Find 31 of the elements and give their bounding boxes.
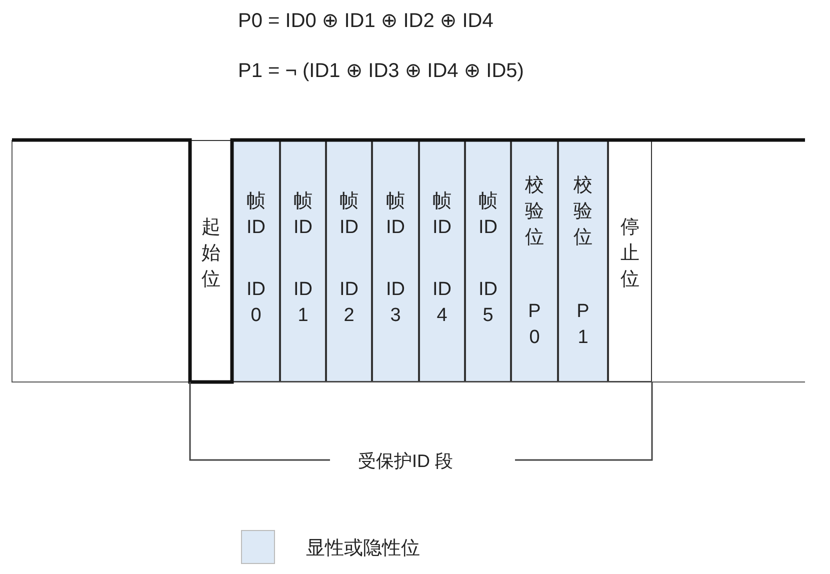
cell-text: 帧ID: [338, 190, 360, 240]
cell-text: 帧ID: [478, 190, 498, 240]
cell-text: ID 3: [385, 278, 406, 328]
formula-text: P1 = ¬ (ID1 ⊕ ID3 ⊕ ID4 ⊕ ID5): [238, 59, 524, 83]
legend-text: 显性或隐性位: [306, 537, 420, 561]
cell-text: P 1: [576, 300, 590, 350]
bit-field-cell: [419, 140, 465, 382]
bit-field-cell: [280, 140, 326, 382]
cell-text: 校验位: [524, 174, 545, 250]
cell-text: ID 5: [478, 278, 498, 328]
cell-text: ID 0: [246, 278, 266, 328]
cell-text: ID 2: [338, 278, 360, 328]
cell-text: 起始位: [200, 216, 222, 292]
bit-field-cell: [608, 140, 652, 382]
cell-text: ID 4: [432, 278, 452, 328]
cell-text: P 0: [527, 300, 542, 350]
formula-text: P0 = ID0 ⊕ ID1 ⊕ ID2 ⊕ ID4: [238, 9, 494, 33]
bit-field-cell: [232, 140, 280, 382]
bit-field-cell: [465, 140, 511, 382]
cell-text: 校验位: [572, 174, 594, 250]
cell-text: 帧ID: [292, 190, 314, 240]
cell-text: 帧ID: [385, 190, 406, 240]
cell-text: 帧ID: [432, 190, 452, 240]
cell-text: 停止位: [620, 216, 640, 292]
bit-field-cell: [558, 140, 608, 382]
bit-field-cell: [372, 140, 419, 382]
bracket-label: 受保护ID 段: [358, 450, 454, 473]
bit-field-cell: [326, 140, 372, 382]
cell-text: 帧ID: [246, 190, 266, 240]
cell-text: ID 1: [292, 278, 314, 328]
bit-field-cell: [511, 140, 558, 382]
